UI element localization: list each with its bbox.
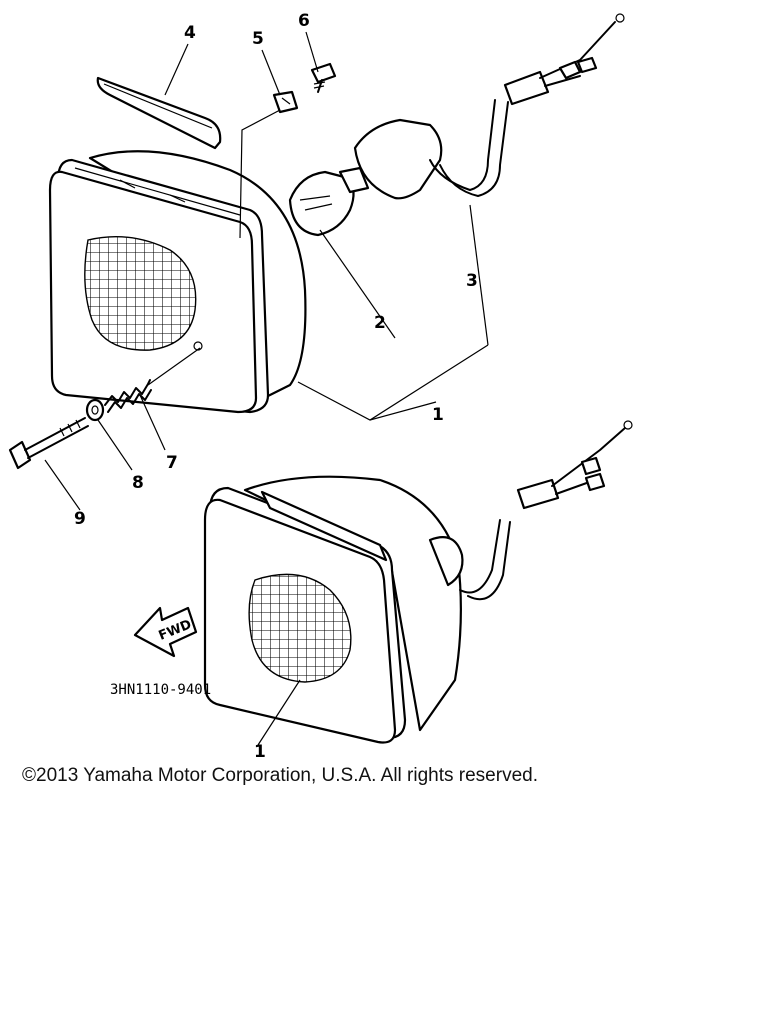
leader-lines: [44, 31, 489, 746]
callout-3: 3: [466, 271, 478, 291]
callout-2: 2: [374, 313, 386, 333]
callout-1-lower: 1: [254, 742, 266, 762]
callout-7: 7: [166, 453, 178, 473]
screw-part-6: [310, 62, 337, 93]
callout-9: 9: [74, 509, 86, 529]
trim-strip-part-4: [96, 76, 222, 150]
callout-1-upper: 1: [432, 405, 444, 425]
bulb-part-2: [288, 166, 370, 237]
callout-4: 4: [184, 23, 196, 43]
part-code: 3HN1110-9401: [110, 682, 211, 698]
upper-headlight-unit: [48, 150, 307, 414]
callout-6: 6: [298, 11, 310, 31]
spring-part-7: [104, 379, 152, 413]
bolt-part-9: [8, 417, 89, 470]
washer-part-8: [85, 398, 105, 422]
lower-lens-grid: [248, 573, 352, 683]
upper-lens-grid: [84, 236, 197, 351]
socket-harness-part-3: [353, 13, 625, 200]
callout-8: 8: [132, 473, 144, 493]
callout-5: 5: [252, 29, 264, 49]
nut-part-5: [272, 90, 299, 114]
copyright-notice: ©2013 Yamaha Motor Corporation, U.S.A. A…: [22, 765, 538, 786]
fwd-direction-arrow: FWD: [133, 606, 198, 658]
lower-headlight-unit: [203, 420, 633, 744]
